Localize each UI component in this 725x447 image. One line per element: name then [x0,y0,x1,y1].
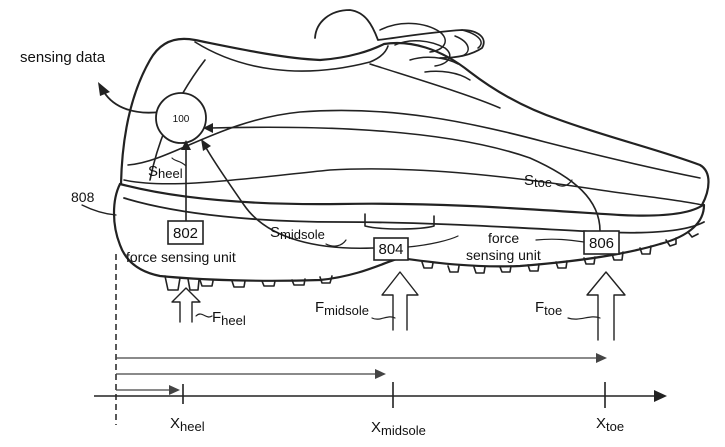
position-axis-arrowhead [654,390,667,402]
s-midsole-leader [325,239,347,247]
unit-802-label: 802 [173,225,198,242]
f-midsole-leader [371,316,396,320]
midsole-top-line [118,182,705,217]
unit-806-label: 806 [589,235,614,252]
ref-808-label: 808 [71,189,95,205]
lace-2 [394,40,451,67]
upper-stripe [127,109,701,179]
sole-outline [112,182,706,282]
outsole-tread [164,231,699,291]
midsole-bottom-line [123,197,705,234]
force-sensing-unit-802 [167,220,204,245]
shoe-collar-line [194,41,389,72]
dimension-to-heel-arrowhead [169,385,180,395]
f-toe-label: Ftoe [535,299,562,318]
lace-1 [379,22,446,53]
s-toe-signal [209,126,601,232]
device-100-label: 100 [173,114,190,125]
dimension-to-midsole-arrowhead [375,369,386,379]
lace-end [454,29,482,57]
dimension-to-toe-arrowhead [596,353,607,363]
x-midsole-label: Xmidsole [371,419,426,438]
s-midsole-arrowhead [201,139,211,151]
force-sensing-unit-right-line1: force [488,230,519,246]
tongue [314,9,485,59]
sensing-data-arrowhead [98,82,110,96]
force-sensing-unit-left-label: force sensing unit [126,249,236,265]
f-midsole-label: Fmidsole [315,299,369,318]
f-heel-arrow [171,287,201,323]
unit-804-label: 804 [378,241,403,258]
force-sensing-unit-804 [373,237,409,261]
midsole-cushion [364,213,435,230]
s-heel-label: Sheel [148,163,183,181]
lace-4 [424,70,471,81]
lace-3 [409,56,459,65]
ref-808-leader [81,204,117,216]
unit-label-connectors [407,235,585,248]
force-sensing-unit-right-line2: sensing unit [466,247,541,263]
f-toe-leader [567,316,601,320]
upper-lower-stripe [123,168,703,206]
s-toe-leader [555,179,573,187]
eyestay-line [369,63,501,109]
x-toe-label: Xtoe [596,415,624,434]
sensing-data-arrow [103,91,161,114]
s-midsole-label: Smidsole [270,224,325,242]
f-midsole-arrow [381,271,419,331]
s-heel-leader [171,157,187,167]
device-100 [155,92,207,144]
shoe-upper-outline [119,37,710,207]
f-toe-arrow [586,271,626,341]
f-heel-label: Fheel [212,309,246,328]
s-midsole-signal [204,145,374,250]
s-toe-label: Stoe [524,172,552,190]
sensing-data-label: sensing data [20,49,106,66]
heel-lugs [187,278,200,291]
s-heel-arrowhead [181,140,191,150]
s-toe-arrowhead [203,123,213,133]
x-heel-label: Xheel [170,415,205,434]
f-heel-leader [195,313,213,318]
